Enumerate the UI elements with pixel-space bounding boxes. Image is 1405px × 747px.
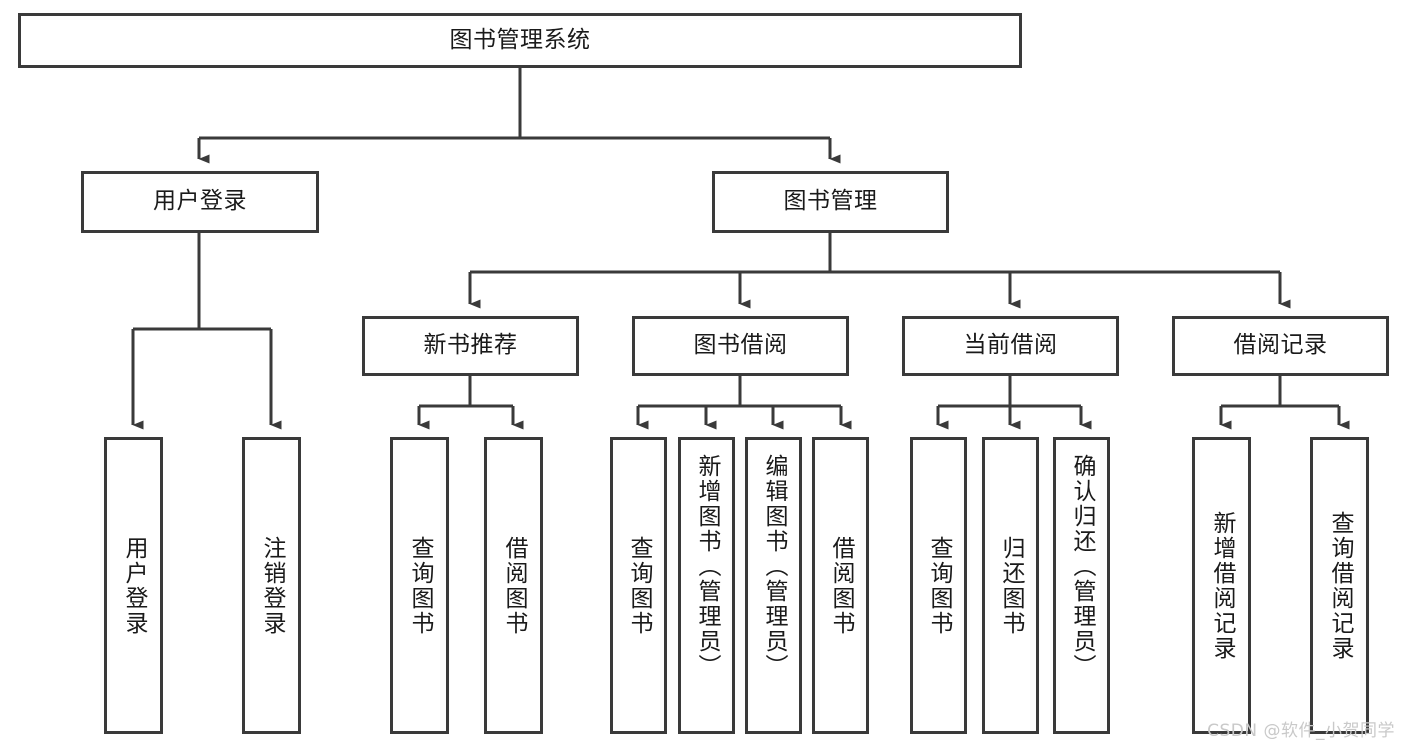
node-leaf-logout-login[interactable]: 注销登录: [242, 437, 301, 734]
node-leaf-query-book-recommend-label: 查询图书: [407, 535, 434, 636]
node-leaf-query-book-current-label: 查询图书: [926, 535, 953, 636]
node-leaf-query-book-current[interactable]: 查询图书: [910, 437, 967, 734]
node-book-borrow-label: 图书借阅: [693, 332, 788, 359]
node-leaf-add-book[interactable]: 新增图书（管理员）: [678, 437, 735, 734]
node-new-book-recommend-label: 新书推荐: [423, 332, 518, 359]
node-leaf-borrow-book-recommend[interactable]: 借阅图书: [484, 437, 543, 734]
node-book-manage-label: 图书管理: [783, 188, 878, 215]
node-leaf-user-login[interactable]: 用户登录: [104, 437, 163, 734]
node-root-label: 图书管理系统: [449, 26, 591, 53]
node-leaf-user-login-label: 用户登录: [121, 535, 148, 636]
node-leaf-borrow-book[interactable]: 借阅图书: [812, 437, 869, 734]
node-borrow-record[interactable]: 借阅记录: [1172, 316, 1389, 376]
node-leaf-query-book-recommend[interactable]: 查询图书: [390, 437, 449, 734]
node-leaf-query-borrow-record[interactable]: 查询借阅记录: [1310, 437, 1369, 734]
node-leaf-add-book-label: 新增图书（管理员）: [694, 454, 721, 679]
node-book-manage[interactable]: 图书管理: [712, 171, 949, 233]
node-borrow-record-label: 借阅记录: [1233, 332, 1328, 359]
node-leaf-edit-book[interactable]: 编辑图书（管理员）: [745, 437, 802, 734]
node-user-login[interactable]: 用户登录: [81, 171, 319, 233]
node-leaf-add-borrow-record-label: 新增借阅记录: [1209, 510, 1236, 661]
node-new-book-recommend[interactable]: 新书推荐: [362, 316, 579, 376]
node-leaf-confirm-return-label: 确认归还（管理员）: [1069, 454, 1096, 679]
csdn-watermark: CSDN @软件_小贺同学: [1207, 721, 1395, 741]
node-leaf-return-book[interactable]: 归还图书: [982, 437, 1039, 734]
node-leaf-edit-book-label: 编辑图书（管理员）: [761, 454, 788, 679]
node-current-borrow[interactable]: 当前借阅: [902, 316, 1119, 376]
node-user-login-label: 用户登录: [153, 188, 247, 215]
node-leaf-borrow-book-recommend-label: 借阅图书: [501, 535, 528, 636]
node-current-borrow-label: 当前借阅: [963, 332, 1058, 359]
node-leaf-borrow-book-label: 借阅图书: [828, 535, 855, 636]
node-leaf-query-book-borrow[interactable]: 查询图书: [610, 437, 667, 734]
node-leaf-return-book-label: 归还图书: [998, 535, 1025, 636]
node-book-borrow[interactable]: 图书借阅: [632, 316, 849, 376]
node-leaf-query-book-borrow-label: 查询图书: [626, 535, 653, 636]
node-leaf-confirm-return[interactable]: 确认归还（管理员）: [1053, 437, 1110, 734]
node-leaf-add-borrow-record[interactable]: 新增借阅记录: [1192, 437, 1251, 734]
node-leaf-logout-login-label: 注销登录: [259, 535, 286, 636]
node-leaf-query-borrow-record-label: 查询借阅记录: [1327, 510, 1354, 661]
node-root[interactable]: 图书管理系统: [18, 13, 1022, 68]
